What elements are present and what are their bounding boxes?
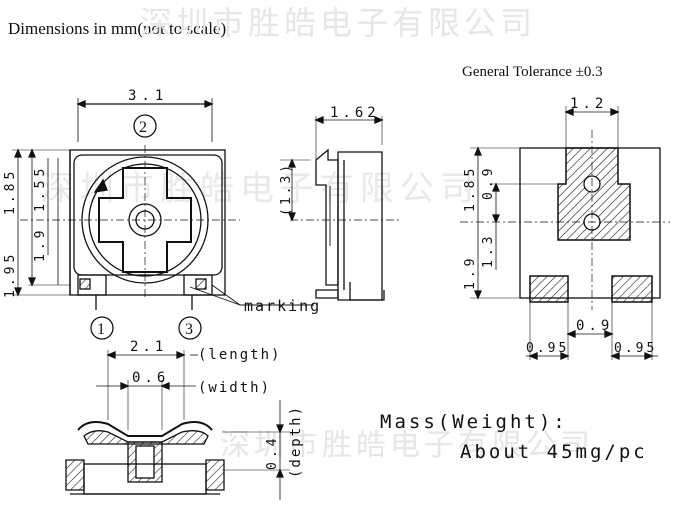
section-depth-label: (depth) — [288, 405, 304, 478]
pin-3-label: 3 — [185, 321, 193, 338]
marking-label: marking — [244, 297, 321, 315]
front-view — [12, 98, 314, 340]
section-depth-dim: 0.4 — [265, 435, 280, 470]
footprint-dim-0-9-vertical: 0.9 — [481, 165, 496, 200]
mass-value: About 45mg/pc — [460, 441, 648, 463]
footprint-dim-1-9: 1.9 — [463, 255, 478, 290]
watermark-top: 深圳市胜皓电子有限公司 — [140, 4, 536, 42]
front-dim-1-95: 1.95 — [3, 251, 18, 298]
general-tolerance: General Tolerance ±0.3 — [462, 64, 603, 80]
section-width-label: (width) — [198, 380, 271, 396]
watermark-middle: 深圳市胜皓电子有限公司 — [40, 169, 480, 209]
footprint-dim-1-3: 1.3 — [481, 233, 496, 268]
section-view — [65, 350, 290, 500]
pin-1-label: 1 — [97, 321, 105, 338]
footprint-dim-0-95-right: 0.95 — [614, 341, 657, 356]
front-dim-1-85: 1.85 — [3, 168, 18, 215]
section-length-dim: 2.1 — [130, 339, 167, 355]
section-width-dim: 0.6 — [132, 370, 169, 386]
front-width-dim: 3.1 — [128, 88, 168, 104]
pin-2-label: 2 — [139, 119, 147, 136]
footprint-dim-0-95-left: 0.95 — [526, 341, 569, 356]
side-depth-dim: 1.62 — [330, 105, 380, 121]
side-dim-1-3: (1.3) — [279, 162, 294, 216]
front-dim-1-9: 1.9 — [33, 227, 48, 262]
mass-label: Mass(Weight): — [380, 411, 568, 433]
side-view — [280, 116, 400, 301]
watermark-bottom: 深圳市胜皓电子有限公司 — [220, 428, 594, 463]
footprint-dim-0-9-horizontal: 0.9 — [576, 318, 613, 334]
section-length-label: (length) — [198, 347, 281, 363]
drawing-title: Dimensions in mm(not to scale) — [8, 19, 226, 38]
footprint-view — [460, 106, 670, 360]
front-dim-1-55: 1.55 — [33, 165, 48, 212]
footprint-dim-1-85: 1.85 — [463, 165, 478, 212]
footprint-dim-1-2: 1.2 — [570, 96, 607, 112]
